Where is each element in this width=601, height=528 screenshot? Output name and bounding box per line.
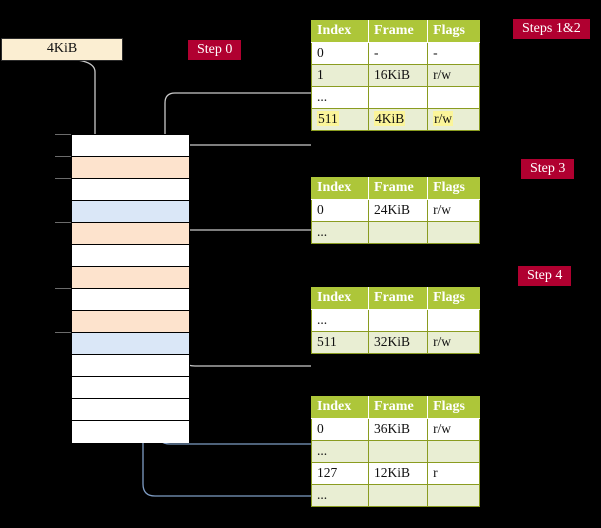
page-table-level-1-r1-c0: ...: [310, 440, 370, 463]
page-table-level-3-r1-c2: [427, 221, 480, 244]
mem-row-1: [72, 157, 189, 179]
page-table-level-4-r1-c1: 16KiB: [368, 64, 429, 87]
memory-tick-0: [55, 134, 71, 135]
page-table-level-1-r2-c2: r: [427, 462, 480, 485]
highlighted-value: 511: [317, 111, 339, 126]
mem-row-11: [72, 377, 189, 399]
badge-step-3: Step 3: [521, 159, 575, 179]
page-table-level-1-r2-c1: 12KiB: [368, 462, 429, 485]
page-table-level-2-header-flags: Flags: [427, 287, 480, 310]
page-table-level-4-r0-c1: -: [368, 42, 429, 65]
mem-row-8: [72, 311, 189, 333]
page-table-level-4-r1-c2: r/w: [427, 64, 480, 87]
page-table-level-4-r2-c2: [427, 86, 480, 109]
size-label-text: 4KiB: [46, 41, 78, 56]
mem-row-3: [72, 201, 189, 223]
table-row: ...: [310, 309, 480, 332]
memory-tick-3: [55, 222, 71, 223]
page-table-level-3-r0-c2: r/w: [427, 199, 480, 222]
page-table-level-4-r2-c0: ...: [310, 86, 370, 109]
memory-tick-5: [55, 332, 71, 333]
table-row: 0--: [310, 42, 480, 65]
page-table-level-1-r2-c0: 127: [310, 462, 370, 485]
page-table-level-4-r2-c1: [368, 86, 429, 109]
page-table-level-4-header-flags: Flags: [427, 20, 480, 43]
page-table-level-2-r0-c2: [427, 309, 480, 332]
size-label-4kib: 4KiB: [1, 38, 123, 61]
page-table-level-2-header-index: Index: [310, 287, 370, 310]
mem-row-7: [72, 289, 189, 311]
page-table-level-4-r3-c0: 511: [310, 108, 370, 131]
page-table-level-2-r1-c1: 32KiB: [368, 331, 429, 354]
memory-tick-2: [55, 178, 71, 179]
page-table-level-3-r1-c1: [368, 221, 429, 244]
table-row: 511 4KiB r/w: [310, 108, 480, 131]
memory-tick-1: [55, 156, 71, 157]
page-table-level-1-header-index: Index: [310, 396, 370, 419]
badge-steps-1-2: Steps 1&2: [513, 19, 590, 39]
table-row: ...: [310, 86, 480, 109]
wire-step3: [177, 229, 311, 262]
page-table-level-4-header-index: Index: [310, 20, 370, 43]
mem-row-9: [72, 333, 189, 355]
page-table-level-3-header-flags: Flags: [427, 177, 480, 200]
page-table-level-1-r1-c1: [368, 440, 429, 463]
table-row: ...: [310, 484, 480, 507]
page-table-level-4-r0-c2: -: [427, 42, 480, 65]
mem-row-13: [72, 421, 189, 443]
page-table-level-1-r1-c2: [427, 440, 480, 463]
highlighted-value: r/w: [433, 111, 454, 126]
page-table-level-2-r1-c2: r/w: [427, 331, 480, 354]
mem-row-6: [72, 267, 189, 289]
mem-row-0: [72, 135, 189, 157]
mem-row-10: [72, 355, 189, 377]
page-table-level-3-r0-c1: 24KiB: [368, 199, 429, 222]
page-table-level-3-header-frame: Frame: [368, 177, 429, 200]
page-table-level-3-r0-c0: 0: [310, 199, 370, 222]
page-table-level-1-header-frame: Frame: [368, 396, 429, 419]
page-table-level-1-r0-c1: 36KiB: [368, 418, 429, 441]
badge-step-4: Step 4: [518, 266, 572, 286]
table-row: ...: [310, 221, 480, 244]
page-table-level-4-r1-c0: 1: [310, 64, 370, 87]
mem-row-4: [72, 223, 189, 245]
page-table-level-2-r0-c1: [368, 309, 429, 332]
page-table-level-1-r3-c0: ...: [310, 484, 370, 507]
page-table-level-4-r3-c1: 4KiB: [368, 108, 429, 131]
page-table-level-4-header-frame: Frame: [368, 20, 429, 43]
highlighted-value: 4KiB: [374, 111, 406, 126]
wire-steps12-b: [163, 144, 311, 154]
mem-row-5: [72, 245, 189, 267]
page-table-level-2-header-frame: Frame: [368, 287, 429, 310]
memory-tick-4: [55, 288, 71, 289]
page-table-level-4-r0-c0: 0: [310, 42, 370, 65]
page-table-level-1-r0-c2: r/w: [427, 418, 480, 441]
page-table-level-3-header-index: Index: [310, 177, 370, 200]
memory-column: [71, 134, 190, 443]
page-table-level-1-r3-c1: [368, 484, 429, 507]
wire-step4: [173, 302, 311, 367]
page-table-level-3-r1-c0: ...: [310, 221, 370, 244]
mem-row-12: [72, 399, 189, 421]
page-table-level-2-r1-c0: 511: [310, 331, 370, 354]
badge-step-0: Step 0: [188, 40, 242, 60]
mem-row-2: [72, 179, 189, 201]
page-table-level-4-r3-c2: r/w: [427, 108, 480, 131]
page-table-level-1-r3-c2: [427, 484, 480, 507]
page-table-level-1-header-flags: Flags: [427, 396, 480, 419]
page-table-level-2-r0-c0: ...: [310, 309, 370, 332]
page-table-level-1-r0-c0: 0: [310, 418, 370, 441]
table-row: ...: [310, 440, 480, 463]
